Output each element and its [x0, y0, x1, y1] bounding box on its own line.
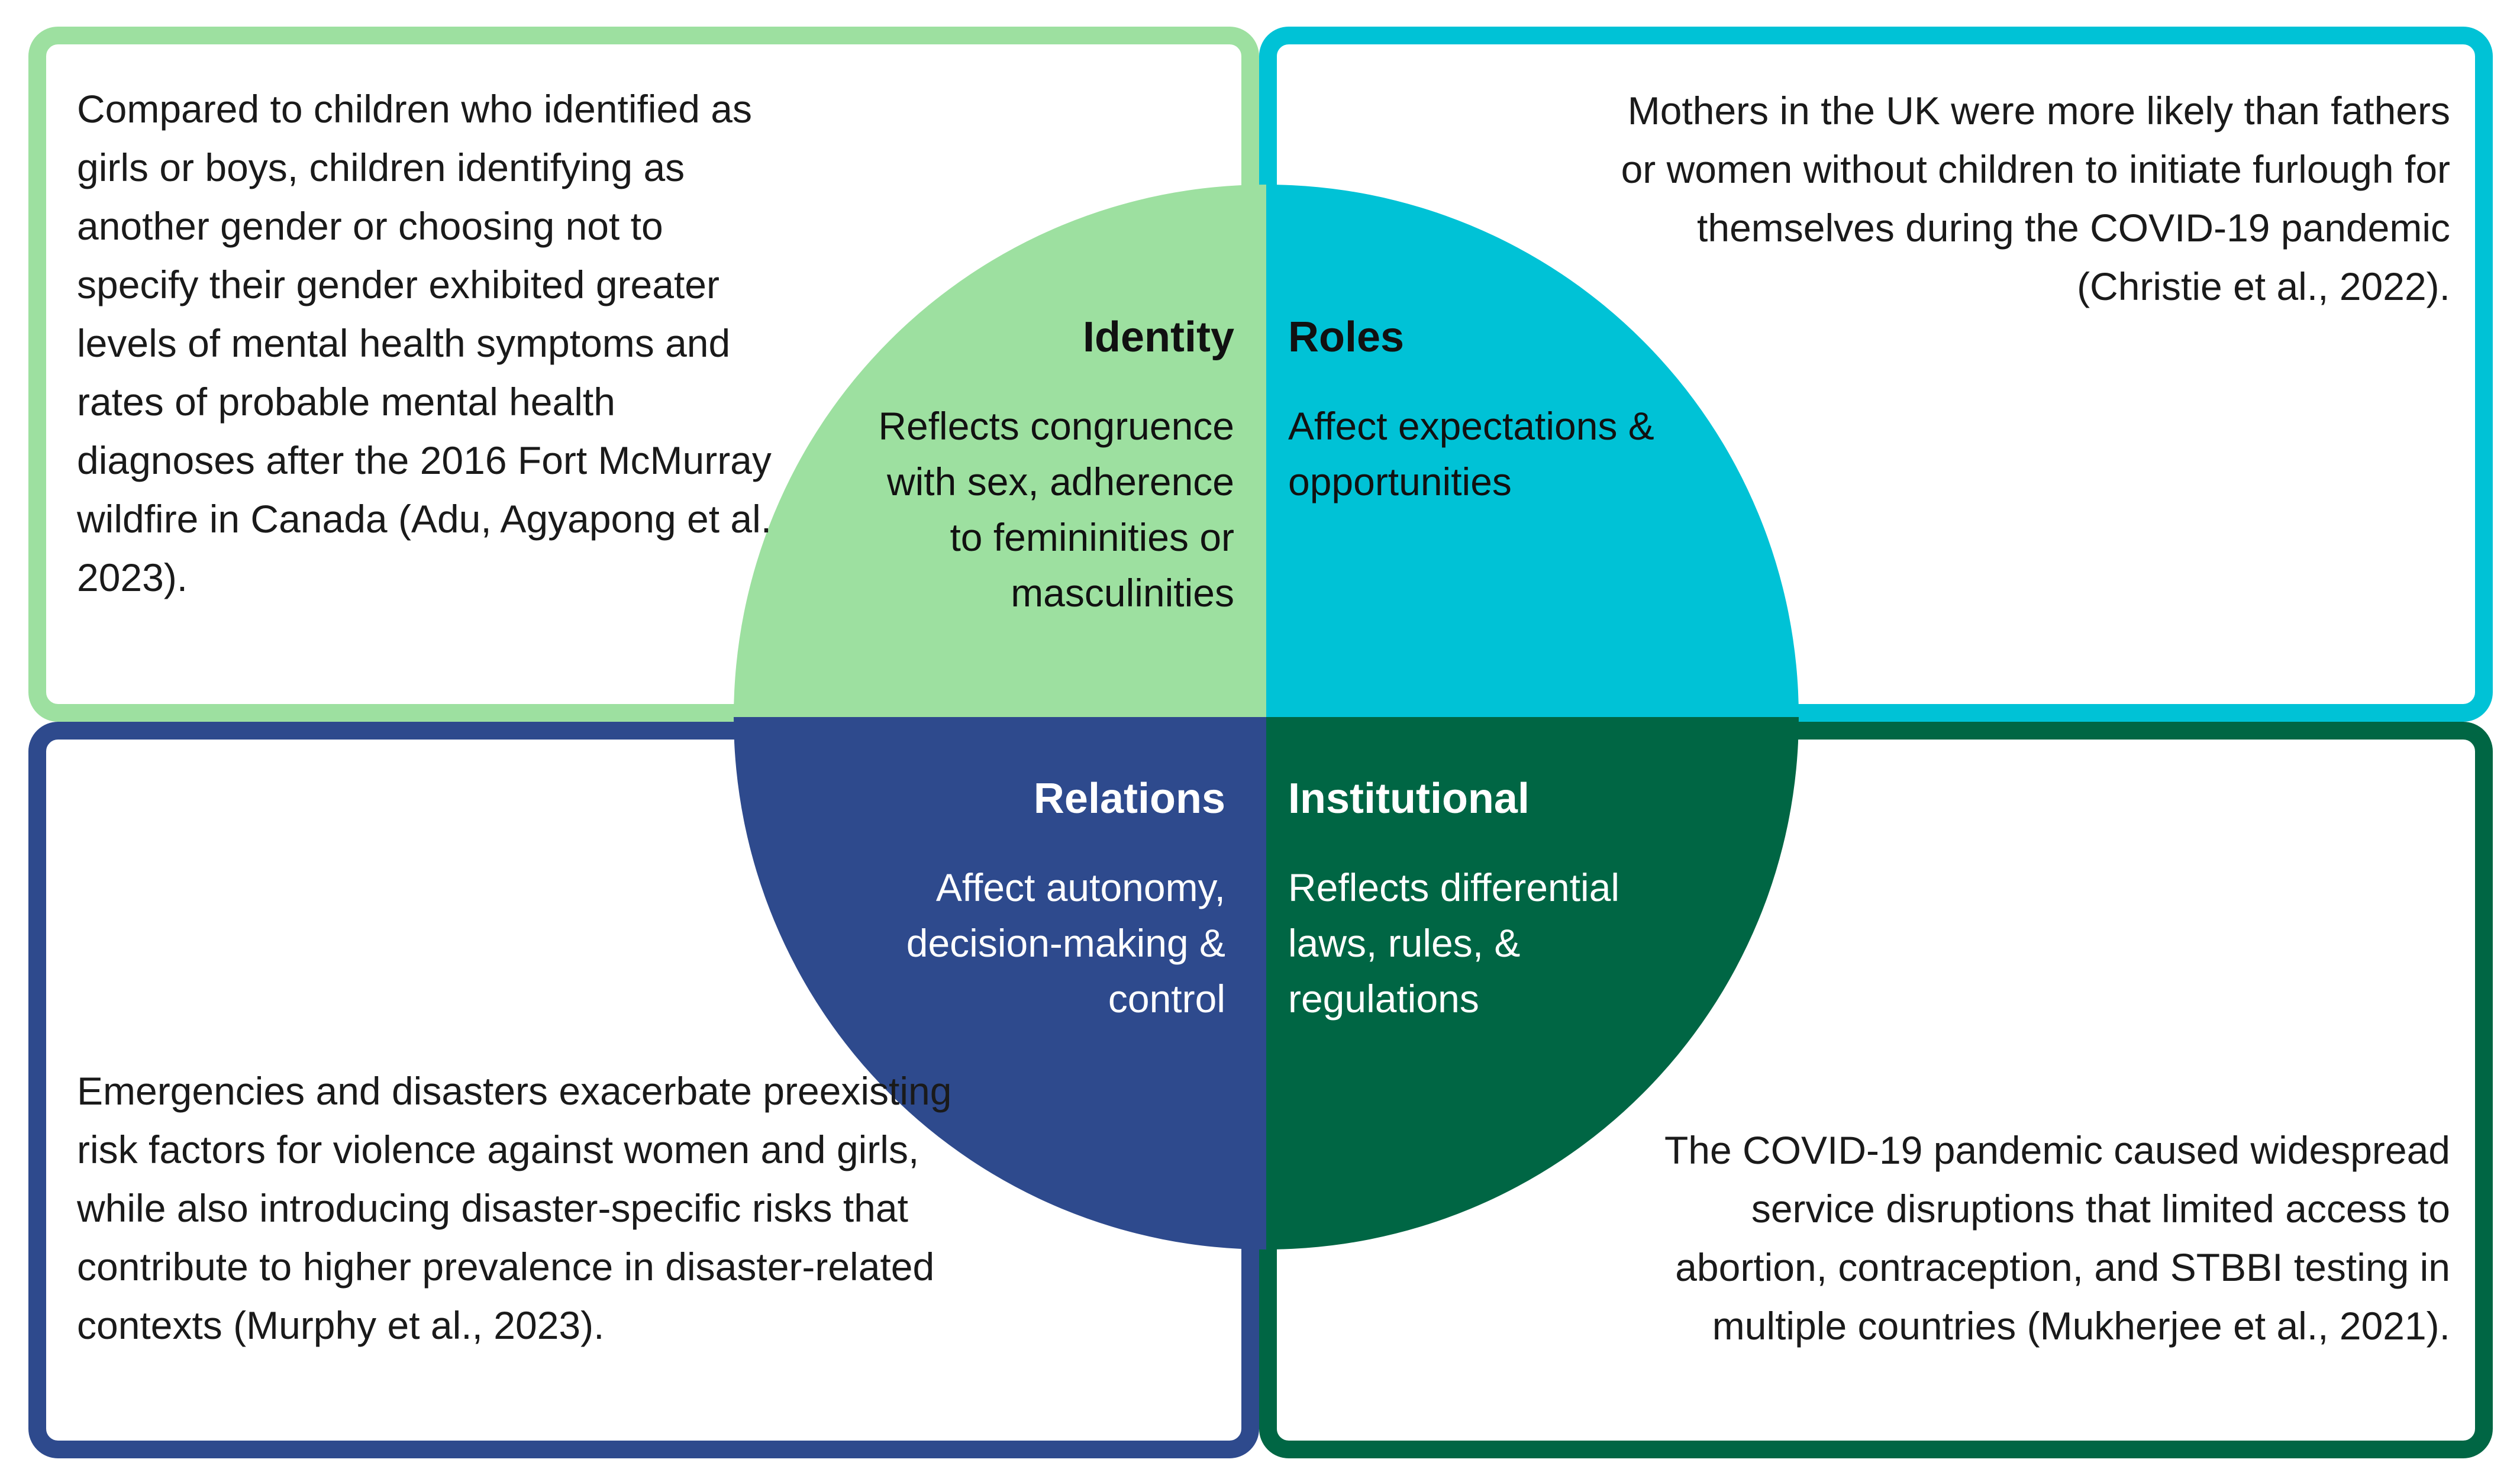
identity-description: Reflects congruence with sex, adherence … [878, 404, 1234, 615]
institutional-label-group: Institutional Reflects differential laws… [1288, 772, 1679, 1026]
institutional-description: Reflects differential laws, rules, & reg… [1288, 866, 1620, 1021]
roles-quadrant [1266, 185, 1799, 717]
relations-example-text: Emergencies and disasters exacerbate pre… [77, 1069, 952, 1347]
relations-label-group: Relations Affect autonomy, decision-maki… [859, 772, 1225, 1026]
relations-title: Relations [1033, 775, 1225, 822]
gender-dimensions-wheel [734, 185, 1799, 1249]
roles-description: Affect expectations & opportunities [1288, 404, 1654, 503]
institutional-example-text: The COVID-19 pandemic caused widespread … [1664, 1128, 2450, 1348]
roles-label-group: Roles Affect expectations & opportunitie… [1288, 311, 1679, 509]
relations-quadrant [734, 717, 1266, 1249]
institutional-title: Institutional [1288, 775, 1530, 822]
roles-title: Roles [1288, 314, 1405, 361]
roles-example-text: Mothers in the UK were more likely than … [1621, 89, 2450, 308]
identity-quadrant [734, 185, 1266, 717]
identity-label-group: Identity Reflects congruence with sex, a… [867, 311, 1234, 621]
identity-title: Identity [1082, 314, 1234, 361]
relations-description: Affect autonomy, decision-making & contr… [906, 866, 1225, 1021]
institutional-quadrant [1266, 717, 1799, 1249]
identity-example-text: Compared to children who identified as g… [77, 87, 772, 599]
